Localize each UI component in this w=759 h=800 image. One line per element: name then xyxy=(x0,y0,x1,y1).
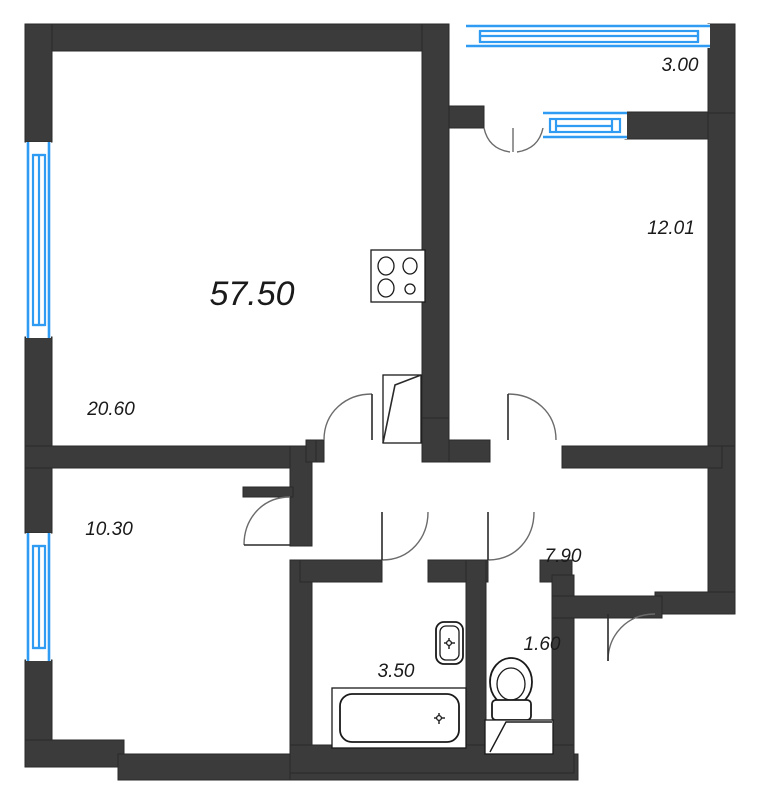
toilet-icon xyxy=(484,657,554,755)
wall-kitchen-hall-divider xyxy=(561,445,723,469)
wall-corridor-north xyxy=(305,439,317,463)
door-living-arc xyxy=(323,393,373,441)
window-balcony-door xyxy=(543,111,627,139)
window-balcony-top xyxy=(466,24,710,48)
window-left-upper xyxy=(26,142,51,338)
wall-kitchen-inner-jamb xyxy=(421,417,450,463)
door-group xyxy=(243,127,656,662)
door-entrance-arc xyxy=(607,613,656,662)
fixture-group xyxy=(331,249,554,755)
label-wc-area: 1.60 xyxy=(524,634,561,655)
wall-wc-hall-jog xyxy=(551,595,663,619)
wall-bottom-left-step xyxy=(24,739,125,768)
bathtub-icon xyxy=(331,687,467,749)
label-living-room-area: 20.60 xyxy=(86,399,135,420)
label-kitchen-area: 12.01 xyxy=(647,218,695,239)
stove-icon xyxy=(370,249,426,303)
wall-center-vertical xyxy=(421,23,450,455)
label-balcony-area: 3.00 xyxy=(662,55,699,76)
window-left-lower xyxy=(26,533,51,661)
wall-bath-wc-divider xyxy=(465,559,487,751)
wall-group xyxy=(24,23,736,781)
wall-living-divider xyxy=(24,445,307,469)
label-bathroom-area: 3.50 xyxy=(378,661,415,682)
wall-bath-top xyxy=(299,559,383,583)
wall-left-upper xyxy=(24,23,53,143)
washbasin-icon xyxy=(435,621,464,665)
door-kitchen-arc xyxy=(507,393,557,441)
wall-right-kitchen xyxy=(707,112,736,454)
wall-hall-notch-upper xyxy=(242,486,294,498)
label-bedroom-area: 10.30 xyxy=(85,519,133,540)
wall-kitchen-notch xyxy=(448,105,485,129)
label-hallway-area: 7.90 xyxy=(545,546,582,567)
wall-hall-bottom-right xyxy=(654,591,736,615)
door-balcony-arc-right xyxy=(516,127,544,153)
door-balcony-arc-left xyxy=(483,127,511,153)
door-wc-arc xyxy=(487,511,535,561)
wall-bottom-outer xyxy=(117,753,299,781)
door-bedroom-arc xyxy=(243,496,291,546)
wall-left-middle xyxy=(24,336,53,534)
wall-hall-left-vertical xyxy=(289,559,313,756)
wall-top-left xyxy=(24,23,450,52)
door-pantry xyxy=(382,374,422,444)
window-group xyxy=(26,24,710,661)
door-bathroom-arc xyxy=(381,511,429,561)
area-label-group: 57.50 20.60 10.30 12.01 3.00 7.90 3.50 1… xyxy=(85,55,699,682)
wall-right-hall xyxy=(707,445,736,615)
label-total-area: 57.50 xyxy=(209,275,294,313)
